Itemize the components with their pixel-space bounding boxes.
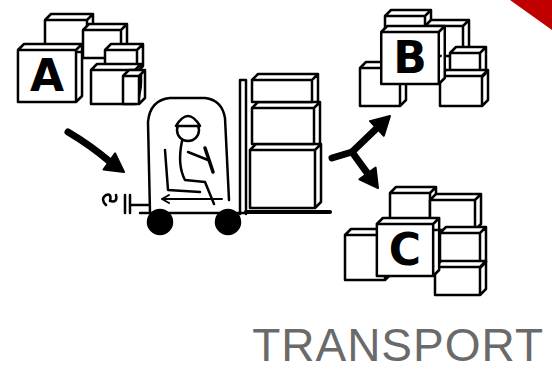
arrow-shaft (68, 132, 109, 161)
forklift-hook (103, 195, 116, 205)
stacked-box (123, 70, 145, 104)
front-box (18, 44, 82, 102)
stacked-box (435, 261, 486, 295)
box-stack: C (340, 185, 490, 300)
arrow-head (359, 168, 378, 189)
box-group (345, 187, 486, 295)
box-group (18, 14, 145, 104)
carried-box (252, 102, 320, 144)
front-box (381, 26, 445, 84)
stack-letter: A (30, 54, 64, 98)
arrow-split (332, 116, 390, 188)
arrow-in (68, 132, 124, 172)
box-stack-outline (5, 8, 145, 108)
arrow-head (104, 153, 125, 172)
forklift-fork (246, 210, 330, 214)
stack-letter: C (389, 228, 421, 272)
front-box (377, 218, 439, 276)
stacked-box (440, 70, 488, 106)
forklift-mast (240, 80, 246, 214)
arrow-head (370, 116, 390, 136)
box-stack: B (355, 8, 490, 108)
carried-box (252, 74, 318, 102)
stack-letter: B (393, 36, 427, 80)
steering-wheel (205, 148, 213, 172)
title: TRANSPORT (252, 322, 544, 368)
forklift-cab (148, 98, 229, 213)
driver-helmet (176, 116, 200, 126)
carried-boxes (250, 74, 321, 208)
corner-triangle (510, 0, 552, 30)
box-stack: A (5, 8, 145, 108)
wheel (216, 210, 240, 234)
forklift-counterweight (125, 195, 148, 213)
stacked-box (430, 194, 481, 230)
carried-box (250, 144, 321, 208)
wheel (148, 210, 172, 234)
box-group (360, 10, 488, 106)
arrow-shaft (352, 152, 368, 173)
driver-body (180, 141, 214, 204)
